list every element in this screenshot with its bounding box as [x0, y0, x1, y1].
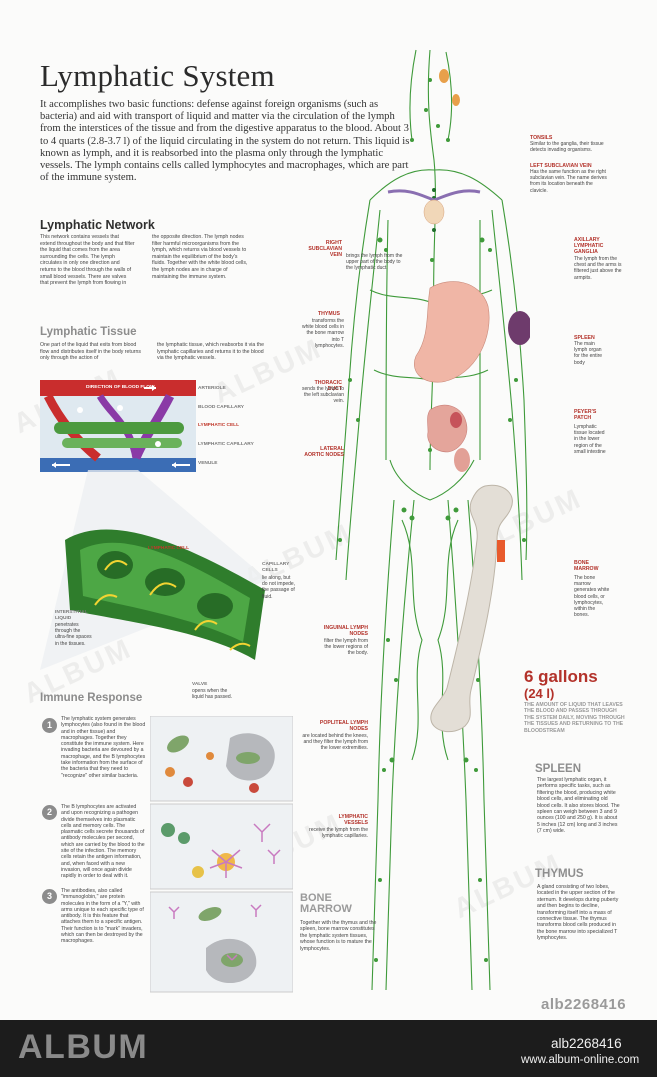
- bone-marrow-heading-line1: BONE: [300, 892, 332, 904]
- bone-marrow-heading-line2: MARROW: [300, 903, 352, 915]
- thymus-heading: THYMUS: [535, 868, 584, 880]
- label-capillary-cells: CAPILLARY CELLS: [262, 562, 290, 573]
- capillary-bed-diagram: [40, 380, 196, 472]
- desc-thymus: transforms the white blood cells in the …: [302, 318, 344, 349]
- desc-lymphatic-vessels: receive the lymph from the lymphatic cap…: [309, 827, 368, 840]
- label-blood-capillary: BLOOD CAPILLARY: [198, 405, 244, 410]
- network-col1: This network contains vessels that exten…: [40, 234, 135, 287]
- tissue-heading: Lymphatic Tissue: [40, 326, 137, 338]
- step-text-3: The antibodies, also called "immunoglobi…: [61, 888, 144, 945]
- desc-thoracic-duct: sends the lymph to the left subclavian v…: [302, 386, 344, 405]
- tissue-col2: the lymphatic tissue, which reabsorbs it…: [157, 342, 264, 362]
- capillary-cells-desc: lie along, but do not impede, the passag…: [262, 575, 296, 600]
- reference-code-top: alb2268416: [541, 996, 627, 1013]
- label-peyers-patch: PEYER'S PATCH: [574, 409, 597, 422]
- label-right-subclavian-vein: RIGHT SUBCLAVIAN VEIN: [308, 240, 342, 259]
- label-spleen: SPLEEN: [574, 335, 595, 341]
- flow-direction-label: DIRECTION OF BLOOD FLOW: [86, 385, 155, 390]
- lymphatic-capillary-closeup: [65, 529, 265, 660]
- step-text-1: The lymphatic system generates lymphocyt…: [61, 716, 146, 779]
- label-thymus: THYMUS: [318, 311, 340, 317]
- footer-bar: [0, 1020, 657, 1077]
- step-number-2: 2: [42, 805, 57, 820]
- desc-peyers-patch: Lymphatic tissue located in the lower re…: [574, 424, 606, 455]
- site-url[interactable]: www.album-online.com: [521, 1054, 640, 1066]
- step-text-2: The B lymphocytes are activated and upon…: [61, 804, 145, 880]
- label-lymphatic-cell: LYMPHATIC CELL: [198, 423, 240, 428]
- spleen-text: The largest lymphatic organ, it performs…: [537, 777, 620, 835]
- album-logo: ALBUM: [18, 1028, 149, 1066]
- immune-response-illustrations: [150, 716, 293, 993]
- desc-inguinal-lymph-nodes: filter the lymph from the lower regions …: [324, 638, 368, 657]
- femur-bone: [430, 484, 513, 733]
- label-lateral-aortic-nodes: LATERAL AORTIC NODES: [304, 446, 344, 459]
- label-bone-marrow: BONE MARROW: [574, 560, 599, 573]
- label-axillary-ganglia: AXILLARY LYMPHATIC GANGLIA: [574, 237, 604, 256]
- label-lymphatic-vessels: LYMPHATIC VESSELS: [338, 814, 368, 827]
- label-interstitial-liquid: INTERSTITIAL LIQUID: [55, 610, 88, 621]
- step-number-3: 3: [42, 889, 57, 904]
- label-arteriole: ARTERIOLE: [198, 386, 226, 391]
- immune-heading: Immune Response: [40, 692, 143, 704]
- desc-left-subclavian-vein: Has the same function as the right subcl…: [530, 169, 607, 194]
- network-col2: the opposite direction. The lymph nodes …: [152, 234, 248, 280]
- daily-volume-gallons: 6 gallons: [524, 667, 598, 686]
- zoom-label-lymphatic-cell: LYMPHATIC CELL: [148, 546, 190, 551]
- spleen-heading: SPLEEN: [535, 763, 582, 775]
- label-inguinal-lymph-nodes: INGUINAL LYMPH NODES: [323, 625, 368, 638]
- label-thoracic-duct: THORACIC DUCT: [314, 380, 342, 393]
- desc-spleen: The main lymph organ for the entire body: [574, 341, 603, 366]
- step-number-1: 1: [42, 718, 57, 733]
- label-left-subclavian-vein: LEFT SUBCLAVIAN VEIN: [530, 163, 592, 169]
- label-popliteal-lymph-nodes: POPLITEAL LYMPH NODES: [319, 720, 368, 733]
- daily-volume-liters: (24 l): [524, 686, 555, 701]
- desc-right-subclavian-vein: brings the lymph from the upper part of …: [346, 253, 403, 272]
- daily-volume-note: THE AMOUNT OF LIQUID THAT LEAVES THE BLO…: [524, 702, 625, 734]
- bone-marrow-text: Together with the thymus and the spleen,…: [300, 920, 377, 952]
- label-valve: VALVE: [192, 682, 208, 687]
- desc-axillary-ganglia: The lymph from the chest and the arms is…: [574, 256, 622, 281]
- valve-desc: opens when the liquid has passed.: [192, 688, 233, 701]
- label-lymphatic-capillary: LYMPHATIC CAPILLARY: [198, 442, 254, 447]
- desc-popliteal-lymph-nodes: are located behind the knees, and they f…: [302, 733, 368, 752]
- reference-code: alb2268416: [551, 1036, 622, 1051]
- network-heading: Lymphatic Network: [40, 218, 155, 232]
- label-tonsils: TONSILS: [530, 135, 553, 141]
- desc-tonsils: Similar to the ganglia, their tissue det…: [530, 141, 604, 154]
- desc-bone-marrow: The bone marrow generates white blood ce…: [574, 575, 610, 619]
- thymus-text: A gland consisting of two lobes, located…: [537, 884, 619, 942]
- tissue-col1: One part of the liquid that exits from b…: [40, 342, 141, 362]
- page-title: Lymphatic System: [40, 58, 275, 93]
- intro-text: It accomplishes two basic functions: def…: [40, 99, 410, 184]
- label-venule: VENULE: [198, 461, 218, 466]
- interstitial-desc: penetrates through the ultra-fine spaces…: [55, 622, 92, 647]
- poster: ALBUM ALBUM ALBUM ALBUM ALBUM ALBUM ALBU…: [8, 49, 627, 1013]
